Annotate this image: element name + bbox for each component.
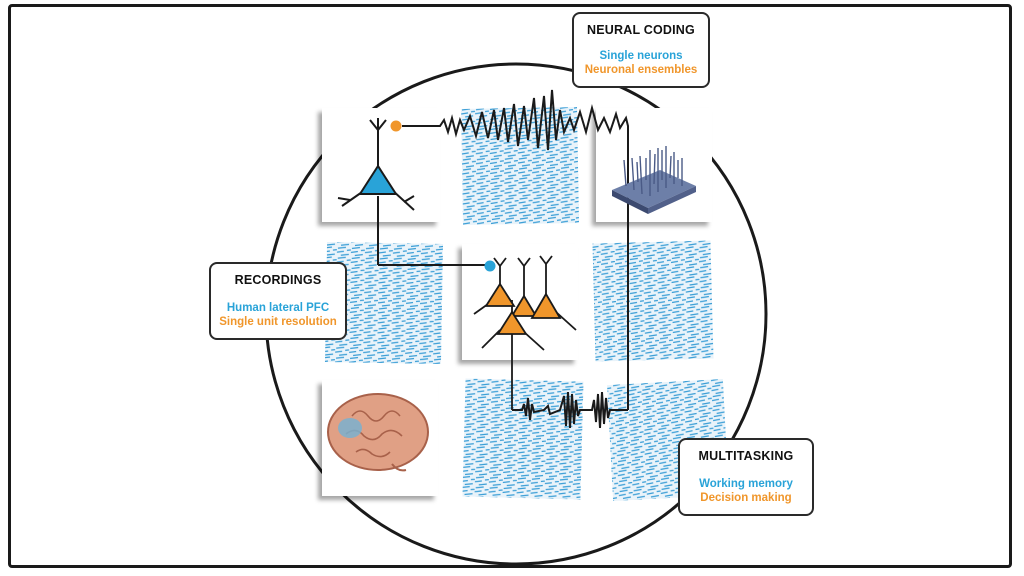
tile-texture-r2c3 bbox=[592, 240, 714, 362]
recordings-title: RECORDINGS bbox=[234, 273, 322, 287]
brain-icon bbox=[327, 393, 429, 472]
working-memory-label: Working memory bbox=[699, 478, 793, 490]
tile-texture-r3c2 bbox=[462, 378, 584, 500]
human-lateral-pfc-label: Human lateral PFC bbox=[226, 302, 330, 314]
orange-electrode-dot bbox=[390, 120, 402, 132]
lfp-waveform bbox=[402, 89, 629, 410]
spike-train bbox=[512, 391, 628, 429]
neural-coding-box: NEURAL CODING Single neurons Neuronal en… bbox=[572, 12, 710, 88]
single-neuron-icon bbox=[337, 118, 490, 266]
neural-coding-title: NEURAL CODING bbox=[587, 23, 695, 37]
single-unit-resolution-label: Single unit resolution bbox=[219, 316, 337, 328]
tile-texture-r2c1 bbox=[324, 241, 444, 365]
recordings-box: RECORDINGS Human lateral PFC Single unit… bbox=[209, 262, 347, 340]
blue-electrode-dot bbox=[484, 260, 496, 272]
outer-frame bbox=[8, 4, 1012, 568]
multitasking-box: MULTITASKING Working memory Decision mak… bbox=[678, 438, 814, 516]
neuronal-ensembles-label: Neuronal ensembles bbox=[584, 64, 698, 76]
electrode-array-icon bbox=[612, 146, 696, 214]
single-neurons-label: Single neurons bbox=[599, 50, 683, 62]
multitasking-title: MULTITASKING bbox=[698, 449, 794, 463]
neuron-ensemble-icon bbox=[473, 255, 577, 410]
decision-making-label: Decision making bbox=[700, 492, 792, 504]
